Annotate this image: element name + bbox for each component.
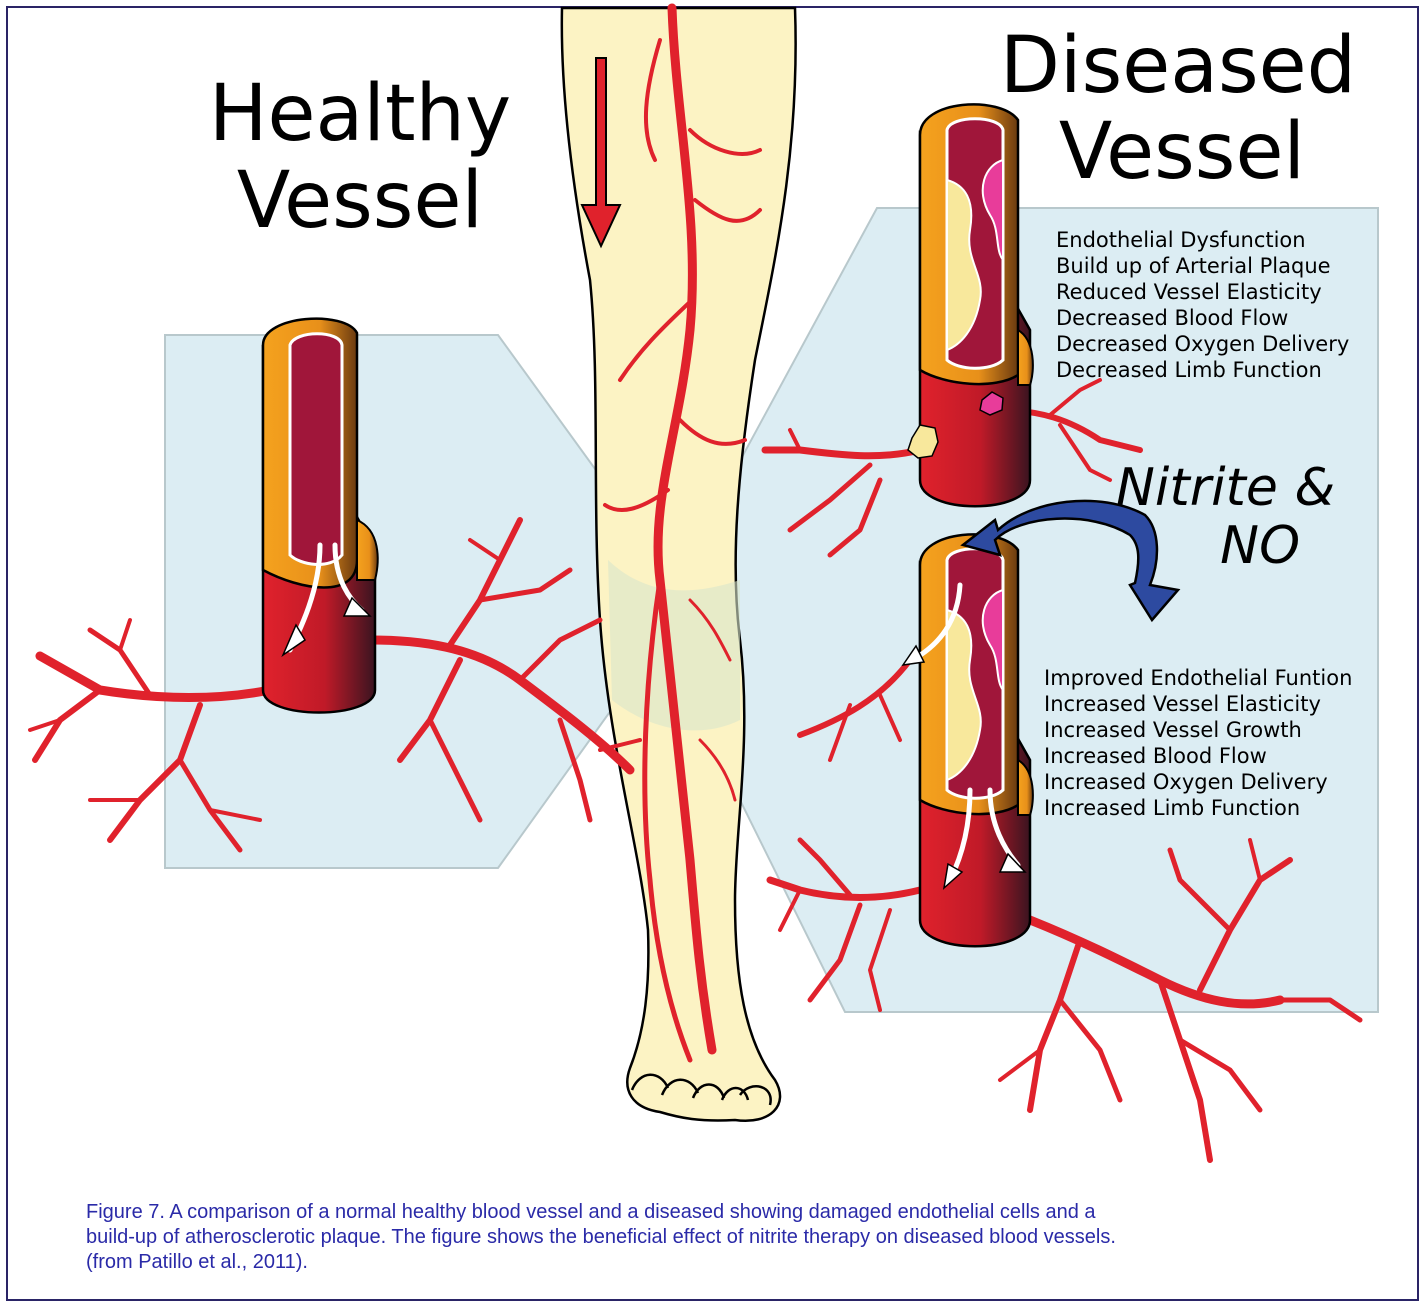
healthy-title-line-2: Vessel [237, 156, 483, 246]
caption-line: Figure 7. A comparison of a normal healt… [86, 1200, 1386, 1225]
treated-effect-item: Increased Blood Flow [1044, 744, 1267, 768]
diseased-effect-item: Decreased Blood Flow [1056, 306, 1288, 330]
figure-caption: Figure 7. A comparison of a normal healt… [86, 1200, 1386, 1275]
treated-effect-item: Increased Oxygen Delivery [1044, 770, 1328, 794]
diseased-vessel [908, 104, 1033, 506]
treatment-label-line-2: NO [1220, 516, 1300, 576]
diseased-effect-item: Build up of Arterial Plaque [1056, 254, 1331, 278]
diseased-effect-item: Decreased Oxygen Delivery [1056, 332, 1349, 356]
diseased-title-line-1: Diseased [1000, 21, 1356, 111]
caption-line: build-up of atherosclerotic plaque. The … [86, 1225, 1386, 1250]
treated-effect-item: Increased Vessel Elasticity [1044, 692, 1321, 716]
diseased-title-line-2: Vessel [1059, 107, 1305, 197]
treated-effect-item: Increased Limb Function [1044, 796, 1300, 820]
treated-effect-item: Improved Endothelial Funtion [1044, 666, 1352, 690]
treatment-label-line-1: Nitrite & [1116, 458, 1335, 518]
healthy-title-line-1: Healthy [209, 69, 511, 159]
diseased-effect-item: Endothelial Dysfunction [1056, 228, 1306, 252]
diseased-effect-item: Decreased Limb Function [1056, 358, 1322, 382]
diseased-effect-item: Reduced Vessel Elasticity [1056, 280, 1322, 304]
treated-vessel [903, 534, 1033, 946]
caption-line: (from Patillo et al., 2011). [86, 1250, 1386, 1275]
treated-effect-item: Increased Vessel Growth [1044, 718, 1302, 742]
